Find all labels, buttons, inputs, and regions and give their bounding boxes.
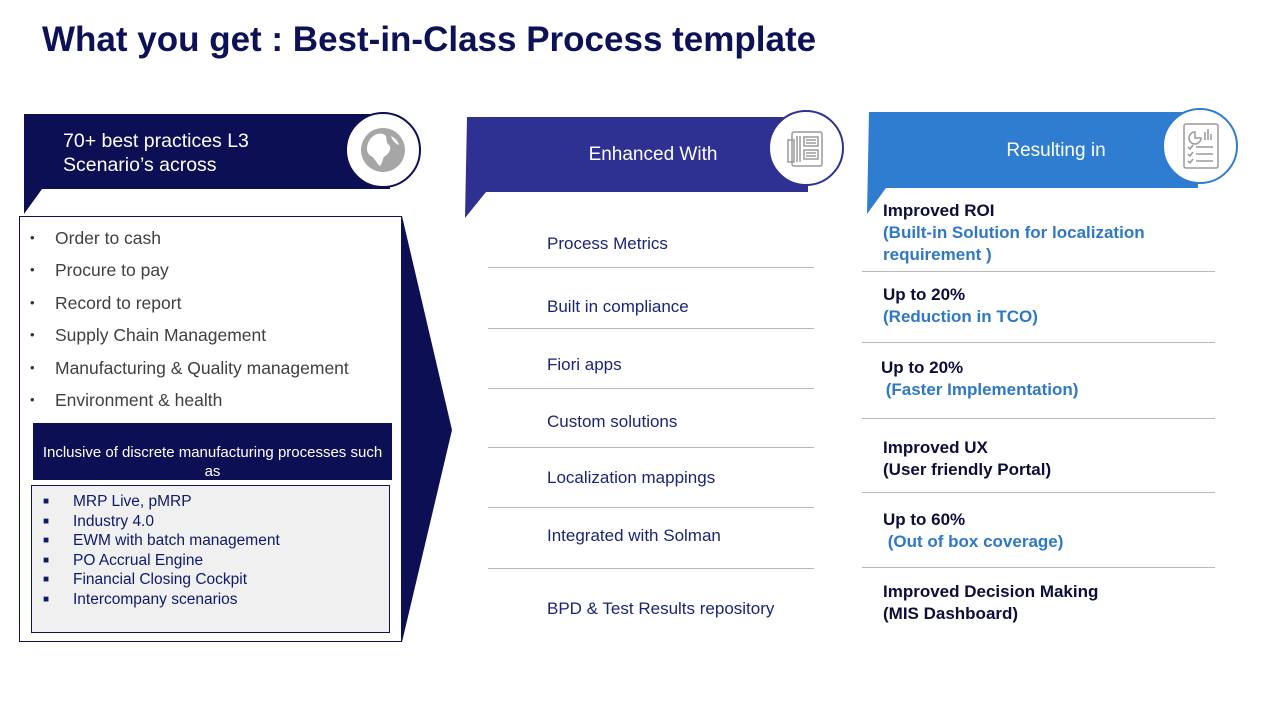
report-checklist-icon (1183, 123, 1219, 169)
divider (862, 342, 1215, 343)
square-bullet-icon: ■ (43, 554, 50, 566)
divider (488, 328, 814, 329)
result-item-ux: Improved UX (User friendly Portal) (883, 438, 1052, 479)
result-item-implementation: Up to 20% (Faster Implementation) (881, 358, 1079, 399)
bullet-icon: • (30, 230, 35, 245)
enhanced-item-localization: Localization mappings (547, 468, 716, 487)
list-item: ■Financial Closing Cockpit (43, 571, 248, 588)
column1-icon-circle (345, 112, 421, 188)
result-item-tco: Up to 20% (Reduction in TCO) (883, 285, 1038, 326)
divider (862, 418, 1215, 419)
list-item: •Order to cash (30, 228, 162, 248)
arrow-chevron (402, 216, 452, 642)
column2-icon-circle (768, 110, 844, 186)
column3-banner (867, 112, 1198, 214)
list-item: ■PO Accrual Engine (43, 551, 204, 569)
list-item: ■Industry 4.0 (43, 512, 154, 530)
list-item: ■EWM with batch management (43, 532, 280, 549)
column2-banner (465, 117, 808, 218)
scenario-list: •Order to cash •Procure to pay •Record t… (30, 227, 349, 421)
divider (488, 507, 814, 508)
enhanced-item-custom-solutions: Custom solutions (547, 412, 678, 431)
square-bullet-icon: ■ (43, 535, 50, 546)
divider (488, 267, 814, 268)
enhanced-item-compliance: Built in compliance (547, 297, 689, 316)
column1-banner (24, 114, 390, 214)
globe-icon (361, 128, 405, 172)
column2-header: Enhanced With (588, 144, 718, 165)
divider (488, 568, 814, 569)
bullet-icon: • (30, 262, 35, 278)
list-item: ■Intercompany scenarios (43, 590, 238, 608)
bullet-icon: • (30, 359, 35, 375)
list-item: •Record to report (30, 292, 182, 313)
process-document-icon (787, 131, 823, 167)
bullet-icon: • (30, 294, 35, 310)
divider (862, 492, 1215, 493)
divider (488, 388, 814, 389)
result-item-roi: Improved ROI (Built-in Solution for loca… (883, 201, 1145, 264)
square-bullet-icon: ■ (43, 574, 50, 585)
enhanced-item-bpd-repository: BPD & Test Results repository (547, 599, 775, 618)
square-bullet-icon: ■ (43, 496, 50, 507)
list-item: ■MRP Live, pMRP (43, 493, 192, 510)
divider (488, 447, 814, 448)
discrete-manufacturing-box (31, 485, 390, 633)
result-item-coverage: Up to 60% (Out of box coverage) (883, 510, 1064, 551)
square-bullet-icon: ■ (43, 593, 50, 605)
column3-icon-circle (1162, 108, 1238, 184)
bullet-icon: • (30, 327, 35, 343)
discrete-manufacturing-header: Inclusive of discrete manufacturing proc… (33, 423, 392, 480)
enhanced-item-fiori-apps: Fiori apps (547, 355, 622, 374)
enhanced-item-process-metrics: Process Metrics (547, 234, 668, 253)
list-item: •Environment & health (30, 389, 223, 410)
column3-header: Resulting in (1006, 140, 1106, 161)
divider (862, 271, 1215, 272)
square-bullet-icon: ■ (43, 515, 50, 527)
enhanced-item-solman: Integrated with Solman (547, 526, 721, 545)
list-item: •Supply Chain Management (30, 325, 267, 346)
result-item-decision-making: Improved Decision Making (MIS Dashboard) (883, 582, 1099, 623)
bullet-icon: • (30, 391, 35, 407)
divider (862, 567, 1215, 568)
list-item: •Manufacturing & Quality management (30, 357, 349, 378)
column1-header: 70+ best practices L3 Scenario’s across (63, 130, 249, 176)
discrete-manufacturing-list: ■MRP Live, pMRP ■Industry 4.0 ■EWM with … (43, 492, 280, 609)
page-title: What you get : Best-in-Class Process tem… (42, 20, 817, 59)
list-item: •Procure to pay (30, 260, 169, 281)
